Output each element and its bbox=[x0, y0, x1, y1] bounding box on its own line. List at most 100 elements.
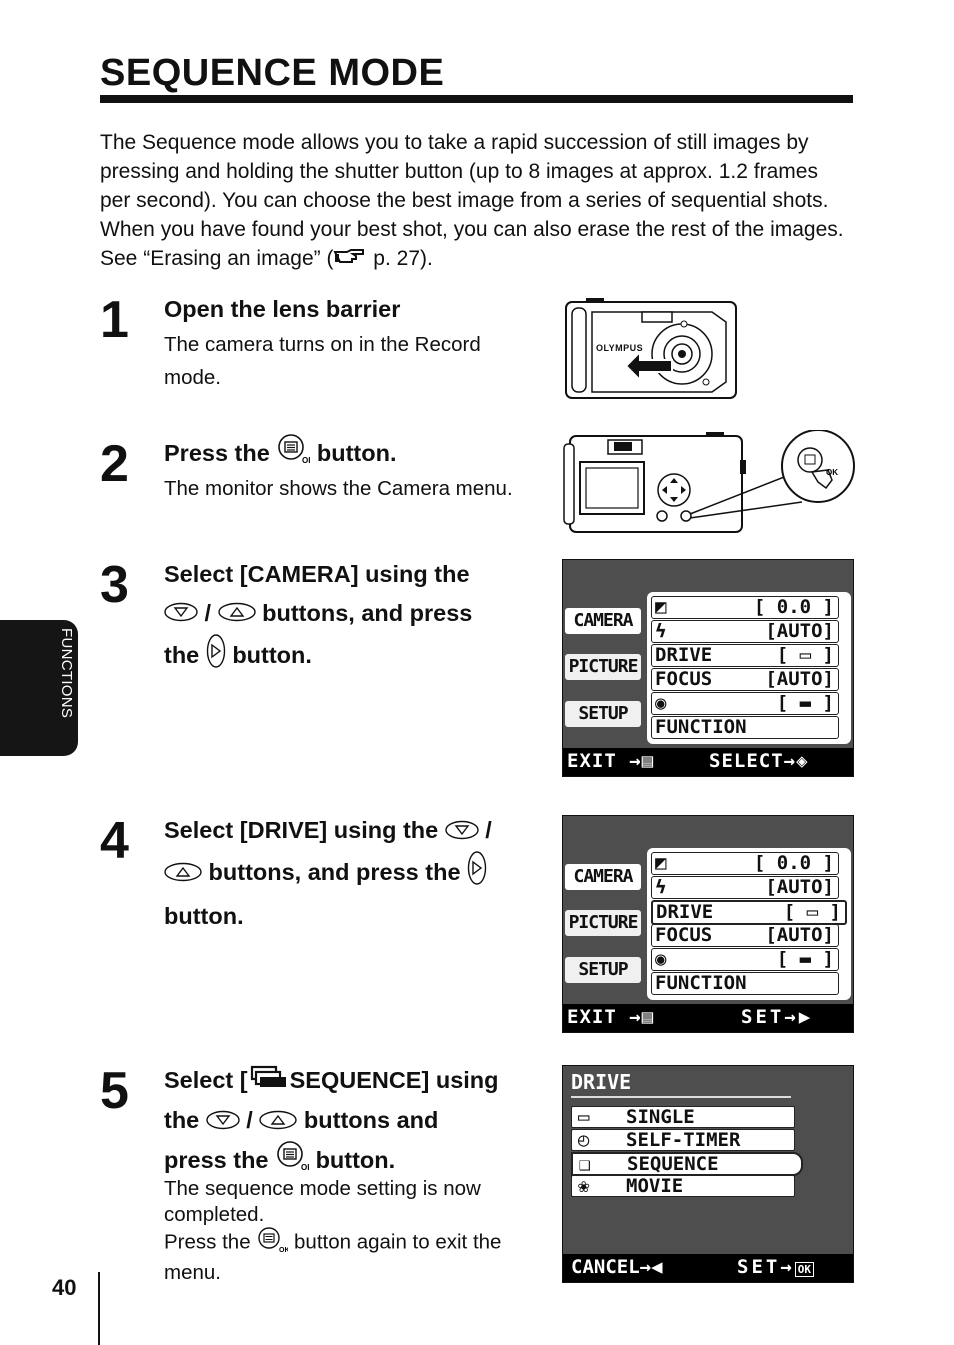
step-3-line-2: / buttons, and press bbox=[164, 594, 544, 634]
page-title: SEQUENCE MODE bbox=[100, 52, 445, 94]
menu-row-focus-value: [AUTO] bbox=[765, 924, 834, 946]
side-tab-label: RECORDING FUNCTIONS bbox=[58, 628, 92, 723]
intro-text-end: p. 27). bbox=[367, 247, 433, 270]
menu-row-focus-label: FOCUS bbox=[655, 924, 713, 946]
step-3-heading: Select [CAMERA] using the / buttons, and… bbox=[164, 555, 544, 679]
page-number: 40 bbox=[52, 1275, 77, 1300]
camera-menu-box: ◩[ 0.0 ] ϟ[AUTO] DRIVE[ ▭ ] FOCUS[AUTO] … bbox=[647, 592, 851, 744]
step-3-line-3: the button. bbox=[164, 633, 544, 680]
step-3-line-3-text: the bbox=[164, 641, 200, 668]
right-arrow-button-icon bbox=[206, 633, 226, 680]
step-4-number: 4 bbox=[100, 812, 129, 870]
footer-set-label: SET bbox=[741, 1006, 785, 1028]
step-4-line-2-text: buttons, and press the bbox=[208, 859, 461, 885]
step-4-heading: Select [DRIVE] using the / buttons, and … bbox=[164, 811, 544, 935]
single-shot-icon: ▭ bbox=[578, 1106, 590, 1128]
step-4-line-2: buttons, and press the bbox=[164, 851, 544, 897]
intro-text: The Sequence mode allows you to take a r… bbox=[100, 131, 844, 270]
ok-button-badge: OK bbox=[794, 1262, 815, 1277]
exposure-comp-icon: ◩ bbox=[655, 852, 667, 874]
camera-menu-box: ◩[ 0.0 ] ϟ[AUTO] DRIVE[ ▭ ] FOCUS[AUTO] … bbox=[647, 848, 851, 1000]
menu-row-drive-label: DRIVE bbox=[656, 901, 714, 923]
step-5-body-exit-text: Press the bbox=[164, 1230, 251, 1254]
menu-ok-button-icon: OK bbox=[275, 1141, 313, 1183]
metering-icon: ◉ bbox=[655, 692, 667, 714]
movie-icon: ❀ bbox=[578, 1175, 590, 1197]
step-4-line-1: Select [DRIVE] using the / bbox=[164, 811, 544, 851]
step-5-line-3-text: press the bbox=[164, 1147, 269, 1174]
tab-picture: PICTURE bbox=[565, 654, 641, 680]
step-1-number: 1 bbox=[100, 291, 129, 349]
step-2-heading-text: Press the bbox=[164, 440, 270, 466]
menu-row-exposure-value: [ 0.0 ] bbox=[753, 596, 834, 618]
step-5-line-1-end: SEQUENCE] using bbox=[289, 1067, 499, 1093]
title-rule bbox=[100, 95, 853, 103]
step-5-line-1: Select [SEQUENCE] using bbox=[164, 1061, 554, 1101]
arrow-pad-icon: ◈ bbox=[796, 750, 809, 772]
menu-row-exposure: ◩ [ 0.0 ] bbox=[651, 596, 839, 619]
svg-text:OK: OK bbox=[279, 1247, 288, 1253]
step-5-heading: Select [SEQUENCE] using the / buttons an… bbox=[164, 1061, 554, 1183]
tab-setup: SETUP bbox=[565, 957, 641, 983]
footer-select-label: SELECT bbox=[709, 750, 784, 772]
lcd-footer-exit: EXIT →▤ bbox=[567, 750, 655, 772]
flash-icon: ϟ bbox=[655, 876, 667, 898]
menu-row-metering: ◉ [ ▬ ] bbox=[651, 692, 839, 715]
page-number-rule bbox=[98, 1272, 100, 1345]
menu-row-metering-value: [ ▬ ] bbox=[776, 692, 834, 714]
drive-option-movie-label: MOVIE bbox=[626, 1175, 684, 1197]
step-2-heading-end: button. bbox=[316, 440, 397, 466]
footer-exit-label: EXIT bbox=[567, 1006, 617, 1028]
svg-text:OK: OK bbox=[301, 1163, 309, 1171]
step-5-line-2: the / buttons and bbox=[164, 1101, 554, 1141]
step-5-body-completed: The sequence mode setting is now complet… bbox=[164, 1177, 481, 1226]
footer-set-label: SET bbox=[737, 1256, 781, 1278]
drive-menu-title: DRIVE bbox=[571, 1070, 791, 1098]
menu-row-drive: DRIVE[ ▭ ] bbox=[651, 644, 839, 667]
self-timer-icon: ◴ bbox=[578, 1129, 590, 1151]
flash-icon: ϟ bbox=[655, 620, 667, 642]
lcd-footer-exit: EXIT →▤ bbox=[567, 1006, 655, 1028]
down-arrow-button-icon bbox=[206, 1103, 240, 1142]
tab-camera: CAMERA bbox=[565, 608, 641, 634]
menu-row-flash-value: [AUTO] bbox=[765, 876, 834, 898]
step-5-body-exit-end: button again to exit the menu. bbox=[164, 1230, 502, 1284]
up-arrow-button-icon bbox=[217, 595, 256, 634]
drive-option-single-label: SINGLE bbox=[626, 1106, 695, 1128]
intro-paragraph: The Sequence mode allows you to take a r… bbox=[100, 128, 850, 274]
tab-camera: CAMERA bbox=[565, 864, 641, 890]
step-1-body: The camera turns on in the Record mode. bbox=[164, 333, 481, 389]
lcd-footer-select: SELECT→◈ bbox=[709, 750, 809, 772]
menu-ok-button-icon: OK bbox=[276, 434, 315, 476]
step-1-heading: Open the lens barrier bbox=[164, 296, 401, 322]
lcd-footer bbox=[563, 1254, 853, 1282]
menu-row-function: FUNCTION bbox=[651, 716, 839, 739]
menu-row-flash: ϟ [AUTO] bbox=[651, 620, 839, 643]
sequence-mode-icon bbox=[248, 1063, 290, 1102]
step-5-body: The sequence mode setting is now complet… bbox=[164, 1176, 544, 1285]
step-5-body-exit: Press the OK button again to exit the me… bbox=[164, 1227, 544, 1285]
step-5-line-3-end: button. bbox=[315, 1147, 396, 1174]
tab-setup: SETUP bbox=[565, 701, 641, 727]
menu-ok-button-icon: OK bbox=[256, 1227, 290, 1260]
lcd-footer bbox=[563, 1004, 853, 1032]
step-2-body: The monitor shows the Camera menu. bbox=[164, 477, 513, 500]
menu-row-focus-label: FOCUS bbox=[655, 668, 713, 690]
right-arrow-button-icon bbox=[467, 851, 487, 897]
left-button-icon: ◀ bbox=[651, 1256, 663, 1278]
exposure-comp-icon: ◩ bbox=[655, 596, 667, 618]
step-5-number: 5 bbox=[100, 1062, 129, 1120]
step-3-number: 3 bbox=[100, 556, 129, 614]
page-reference-hand-icon bbox=[333, 245, 367, 274]
lcd-camera-menu-set: CAMERA PICTURE SETUP ◩[ 0.0 ] ϟ[AUTO] DR… bbox=[562, 815, 854, 1033]
down-arrow-button-icon bbox=[164, 595, 198, 634]
up-arrow-button-icon bbox=[164, 855, 202, 894]
footer-exit-label: EXIT bbox=[567, 750, 617, 772]
menu-row-drive-value: [ ▭ ] bbox=[783, 901, 841, 923]
drive-option-self-timer: ◴SELF-TIMER bbox=[571, 1129, 795, 1151]
step-3-line-1: Select [CAMERA] using the bbox=[164, 561, 470, 587]
menu-row-exposure: ◩ [ 0.0 ] bbox=[651, 852, 839, 875]
menu-row-flash-value: [AUTO] bbox=[765, 620, 834, 642]
menu-row-exposure-value: [ 0.0 ] bbox=[753, 852, 834, 874]
step-5-line-2-end: buttons and bbox=[303, 1107, 439, 1134]
